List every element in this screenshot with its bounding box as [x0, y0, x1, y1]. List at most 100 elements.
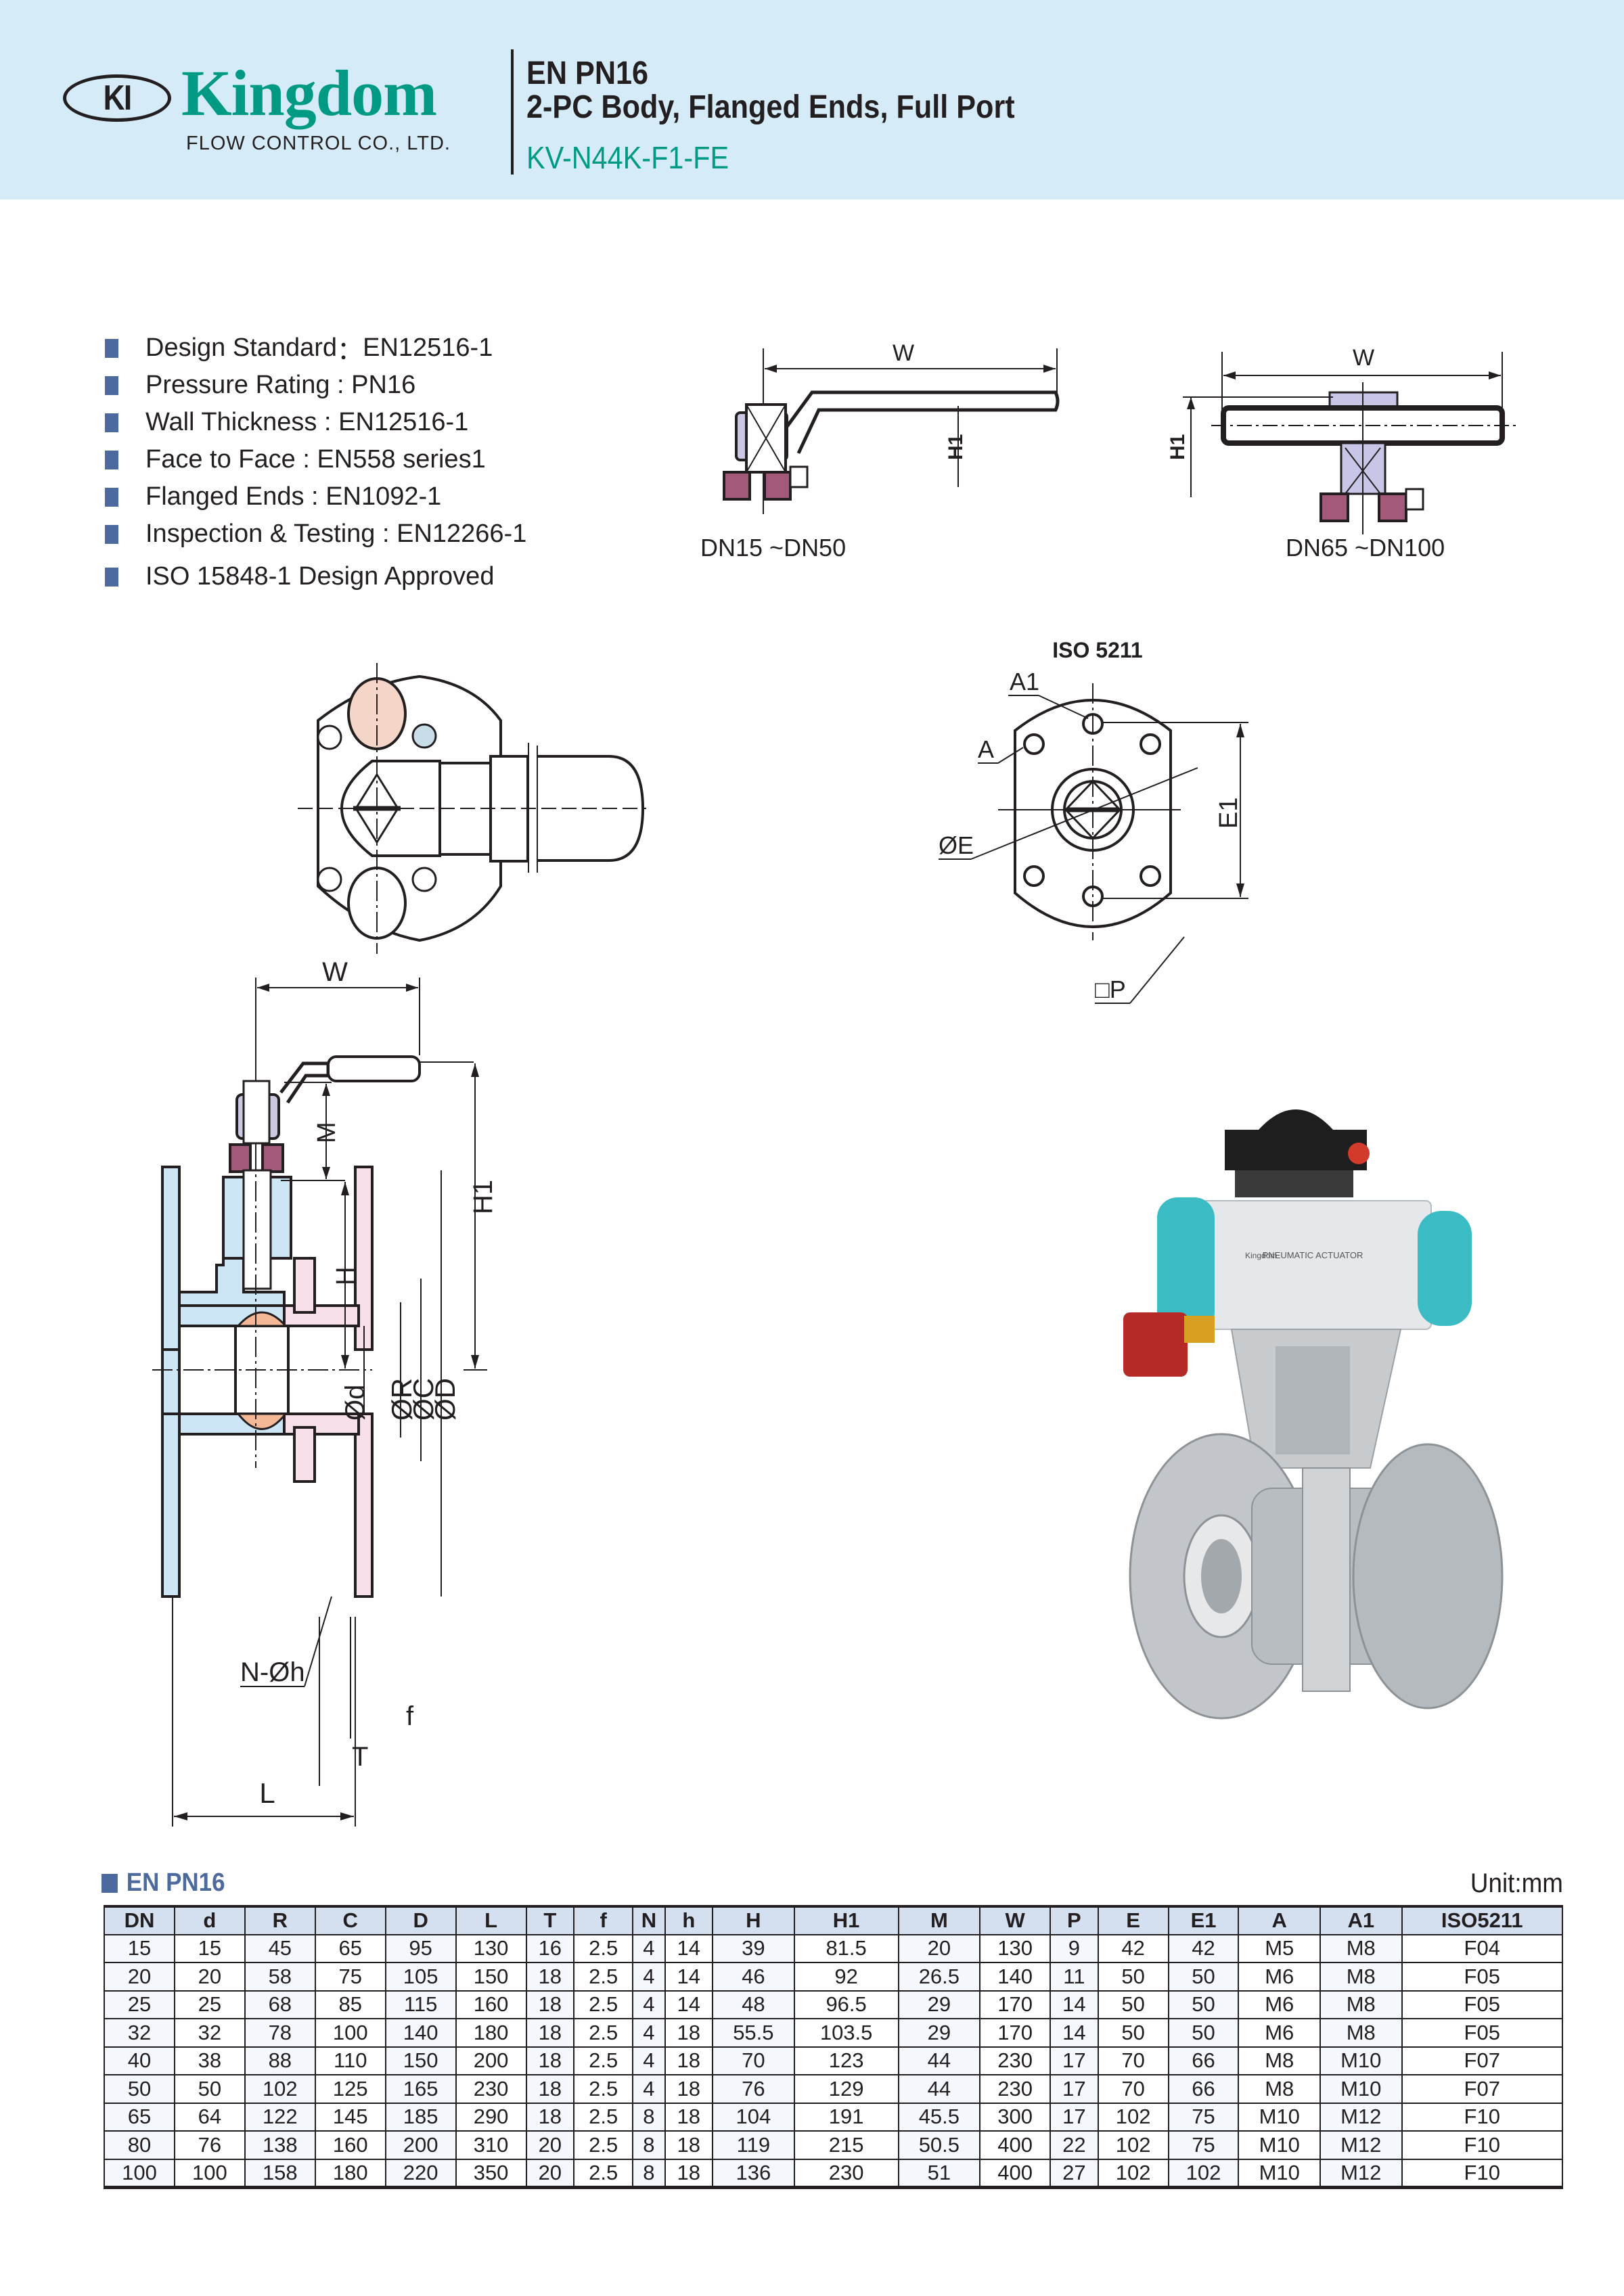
- table-cell: 123: [793, 2046, 899, 2075]
- dim-label-h1: H1: [945, 434, 967, 460]
- table-cell: 42: [1167, 1933, 1240, 1963]
- valve-top-view-drawing: [298, 663, 839, 954]
- table-cell: 185: [384, 2102, 457, 2132]
- column-header: T: [525, 1906, 575, 1935]
- spec-label: Design Standard: [145, 334, 338, 362]
- header-band: KI Kingdom FLOW CONTROL CO., LTD. EN PN1…: [0, 0, 1624, 200]
- spec-item: Wall Thickness : EN12516-1: [105, 404, 526, 441]
- dim-label-e1: E1: [1215, 798, 1243, 829]
- table-cell: 102: [1167, 2158, 1240, 2188]
- table-cell: M8: [1320, 1933, 1403, 1963]
- table-cell: 17: [1050, 2102, 1099, 2132]
- table-cell: 64: [173, 2102, 246, 2132]
- table-cell: 122: [244, 2102, 316, 2132]
- table-cell: 100: [104, 2158, 175, 2188]
- table-cell: 200: [384, 2130, 457, 2160]
- table-cell: M8: [1320, 1990, 1403, 2019]
- table-cell: 40: [104, 2046, 175, 2075]
- actuator-nameplate-text: PNEUMATIC ACTUATOR: [1263, 1250, 1363, 1260]
- table-cell: 15: [104, 1933, 175, 1963]
- table-cell: 102: [244, 2074, 316, 2104]
- table-cell: 14: [664, 1962, 714, 1992]
- spec-item: Inspection & Testing : EN12266-1: [105, 515, 526, 553]
- table-cell: 130: [979, 1933, 1052, 1963]
- table-cell: 230: [979, 2046, 1052, 2075]
- table-cell: 96.5: [793, 1990, 899, 2019]
- table-cell: 48: [712, 1990, 795, 2019]
- table-cell: 29: [897, 1990, 981, 2019]
- table-cell: 14: [664, 1933, 714, 1963]
- table-cell: 2.5: [573, 1933, 634, 1963]
- spec-item: Pressure Rating : PN16: [105, 367, 526, 404]
- table-cell: M8: [1238, 2074, 1321, 2104]
- column-header: P: [1050, 1906, 1099, 1935]
- spec-item: Face to Face : EN558 series1: [105, 441, 526, 478]
- column-header: h: [664, 1906, 714, 1935]
- square-bullet-icon: [105, 487, 118, 507]
- table-cell: M6: [1238, 1962, 1321, 1992]
- table-cell: 18: [525, 1962, 575, 1992]
- table-cell: 80: [104, 2130, 175, 2160]
- table-cell: 32: [104, 2018, 175, 2048]
- table-cell: 20: [173, 1962, 246, 1992]
- table-cell: 17: [1050, 2074, 1099, 2104]
- column-header: H: [712, 1906, 795, 1935]
- table-cell: 50: [104, 2074, 175, 2104]
- table-cell: 42: [1097, 1933, 1169, 1963]
- square-bullet-icon: [105, 567, 118, 587]
- column-header: L: [455, 1906, 527, 1935]
- table-cell: 46: [712, 1962, 795, 1992]
- table-cell: 8: [632, 2102, 666, 2132]
- table-cell: 27: [1050, 2158, 1099, 2188]
- dim-label-phi-c: ØC: [407, 1378, 439, 1421]
- table-cell: M10: [1238, 2102, 1321, 2132]
- dim-label-phi-r: ØR: [386, 1378, 418, 1421]
- table-cell: 2.5: [573, 2046, 634, 2075]
- table-cell: 2.5: [573, 2018, 634, 2048]
- table-cell: 200: [455, 2046, 527, 2075]
- handle-drawing-dn65-dn100: W H1 DN65 ~DN100: [1164, 325, 1543, 575]
- table-cell: 18: [525, 2018, 575, 2048]
- actuator-brand-text: Kingdom: [1245, 1251, 1277, 1260]
- table-cell: 76: [173, 2130, 246, 2160]
- table-cell: 230: [979, 2074, 1052, 2104]
- table-cell: 66: [1167, 2046, 1240, 2075]
- dim-label-w: W: [1353, 345, 1374, 371]
- dim-label-m: M: [313, 1122, 341, 1143]
- spec-label: Flanged Ends: [145, 482, 304, 511]
- table-cell: M10: [1320, 2074, 1403, 2104]
- table-cell: 20: [897, 1933, 981, 1963]
- table-cell: 70: [1097, 2074, 1169, 2104]
- table-cell: M8: [1320, 2018, 1403, 2048]
- table-cell: 165: [384, 2074, 457, 2104]
- table-cell: 170: [979, 1990, 1052, 2019]
- table-cell: 180: [455, 2018, 527, 2048]
- table-cell: 50: [1097, 1990, 1169, 2019]
- table-cell: 68: [244, 1990, 316, 2019]
- table-cell: M10: [1320, 2046, 1403, 2075]
- drawing-caption: DN65 ~DN100: [1286, 534, 1445, 561]
- dim-label-h: H: [332, 1267, 360, 1285]
- table-title-text: EN PN16: [126, 1868, 225, 1897]
- table-cell: 170: [979, 2018, 1052, 2048]
- table-cell: 4: [632, 1933, 666, 1963]
- dim-label-phi-d-small: Ød: [340, 1385, 370, 1421]
- table-cell: 18: [664, 2074, 714, 2104]
- table-cell: M5: [1238, 1933, 1321, 1963]
- table-cell: 136: [712, 2158, 795, 2188]
- dim-label-w: W: [893, 340, 914, 366]
- table-cell: 158: [244, 2158, 316, 2188]
- table-cell: 70: [1097, 2046, 1169, 2075]
- table-cell: 38: [173, 2046, 246, 2075]
- table-cell: 15: [173, 1933, 246, 1963]
- iso5211-mounting-pad-drawing: ISO 5211 E1 A1 A ØE □P: [914, 622, 1353, 1015]
- spec-value: EN12516-1: [363, 334, 493, 362]
- spec-separator: :: [295, 445, 317, 474]
- table-cell: 2.5: [573, 1962, 634, 1992]
- table-cell: F05: [1401, 1990, 1564, 2019]
- spec-label: Pressure Rating: [145, 371, 330, 399]
- table-cell: 39: [712, 1933, 795, 1963]
